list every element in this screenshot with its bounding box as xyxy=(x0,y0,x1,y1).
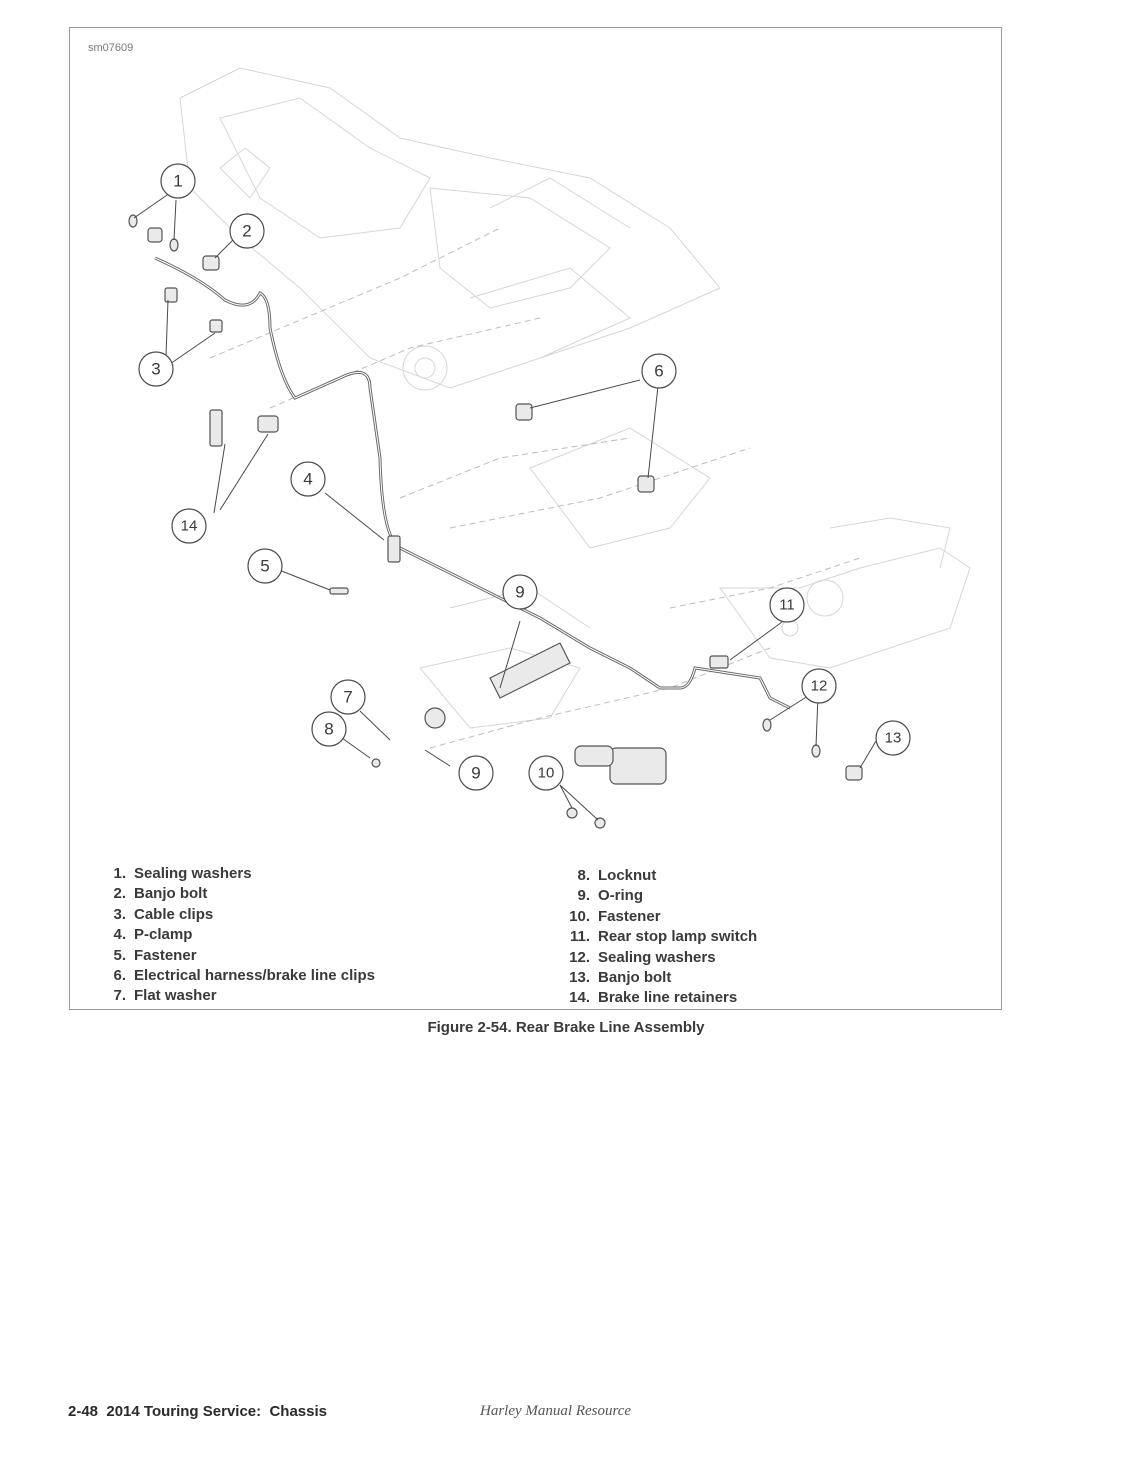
callout-3 xyxy=(138,351,174,387)
callout-label-6: 6 xyxy=(654,362,663,381)
callout-label-13: 13 xyxy=(885,730,902,747)
brake-line xyxy=(154,256,791,710)
callout-14 xyxy=(171,508,207,544)
callout-labels: 1 2 3 4 5 6 7 8 9 9 10 11 12 13 14 xyxy=(151,172,901,783)
callout-label-14: 14 xyxy=(181,518,198,535)
legend-item: 13.Banjo bolt xyxy=(569,968,672,986)
callout-label-3: 3 xyxy=(151,360,160,379)
callout-label-12: 12 xyxy=(811,678,828,695)
callout-label-4: 4 xyxy=(303,470,312,489)
callout-7 xyxy=(330,679,366,715)
legend-item: 3.Cable clips xyxy=(113,905,214,923)
callout-6 xyxy=(641,353,677,389)
legend-item: 2.Banjo bolt xyxy=(113,885,208,903)
leader-lines xyxy=(133,192,877,821)
legend-left: 1.Sealing washers 2.Banjo bolt 3.Cable c… xyxy=(94,864,375,1007)
callout-label-9b: 9 xyxy=(471,764,480,783)
callout-8 xyxy=(311,711,347,747)
brake-line-illustration: 1 2 3 4 5 6 7 8 9 9 10 11 12 13 14 xyxy=(128,67,971,829)
legend-item: 11.Rear stop lamp switch xyxy=(569,928,758,946)
figure-id: sm07609 xyxy=(88,42,134,54)
callout-label-8: 8 xyxy=(324,720,333,739)
callout-11 xyxy=(769,587,805,623)
callout-1 xyxy=(160,163,196,199)
legend-item: 1.Sealing washers xyxy=(113,865,252,882)
callout-label-11: 11 xyxy=(779,597,795,614)
callout-label-10: 10 xyxy=(538,765,555,782)
legend-item: 7.Flat washer xyxy=(113,987,217,1005)
callout-9b xyxy=(458,755,494,791)
callout-label-9a: 9 xyxy=(515,583,524,602)
small-parts xyxy=(128,214,863,829)
legend-item: 9.O-ring xyxy=(577,887,643,905)
legend-item: 10.Fastener xyxy=(569,907,661,925)
callout-label-5: 5 xyxy=(260,557,269,576)
callout-label-7: 7 xyxy=(343,688,352,707)
callout-9a xyxy=(502,574,538,610)
legend-item: 12.Sealing washers xyxy=(569,948,716,966)
figure-frame: sm07609 xyxy=(69,27,1002,1010)
legend-item: 8.Locknut xyxy=(577,867,657,884)
legend-item: 4.P-clamp xyxy=(113,926,193,944)
brake-line-highlight xyxy=(154,257,791,709)
page-footer-reference: 2-48 2014 Touring Service: Chassis xyxy=(68,1403,328,1420)
legend-item: 14.Brake line retainers xyxy=(569,989,738,1007)
callout-5 xyxy=(247,548,283,584)
footer-watermark: Harley Manual Resource xyxy=(480,1403,632,1419)
callout-2 xyxy=(229,213,265,249)
legend-item: 6.Electrical harness/brake line clips xyxy=(113,966,375,984)
callout-13 xyxy=(875,720,911,756)
legend-right: 8.Locknut 9.O-ring 10.Fastener 11.Rear s… xyxy=(560,866,757,1009)
callout-label-2: 2 xyxy=(242,222,251,241)
callout-label-1: 1 xyxy=(173,172,182,191)
callout-4 xyxy=(290,461,326,497)
callouts xyxy=(138,163,911,791)
figure-caption: Figure 2-54. Rear Brake Line Assembly xyxy=(427,1019,705,1036)
callout-10 xyxy=(528,755,564,791)
legend-item: 5.Fastener xyxy=(113,946,197,964)
callout-12 xyxy=(801,668,837,704)
